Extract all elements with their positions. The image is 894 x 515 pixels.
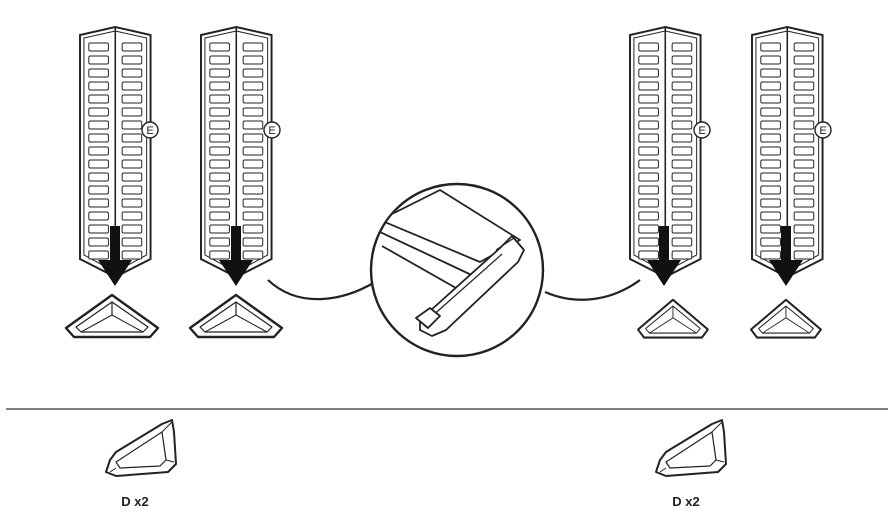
part-label-2: D x2 <box>672 494 699 509</box>
part-label-1: D x2 <box>121 494 148 509</box>
corner-cap-3 <box>636 298 709 339</box>
corner-cap-detail-icon <box>379 189 525 337</box>
corner-cap-4 <box>749 298 822 339</box>
callout-e-1: E <box>141 121 159 139</box>
corner-cap-part-icon <box>655 419 727 477</box>
corner-cap-2 <box>188 293 284 339</box>
svg-text:E: E <box>819 125 826 137</box>
part-item-2: D x2 <box>655 419 727 509</box>
corner-cap-part-icon <box>105 419 177 477</box>
callout-e-4: E <box>814 121 832 139</box>
svg-text:E: E <box>698 125 705 137</box>
callout-e-3: E <box>693 121 711 139</box>
part-item-1: D x2 <box>105 419 177 509</box>
callout-e-2: E <box>263 121 281 139</box>
svg-text:E: E <box>146 125 153 137</box>
svg-text:E: E <box>268 125 275 137</box>
corner-cap-1 <box>64 293 160 339</box>
detail-magnifier <box>267 182 641 358</box>
